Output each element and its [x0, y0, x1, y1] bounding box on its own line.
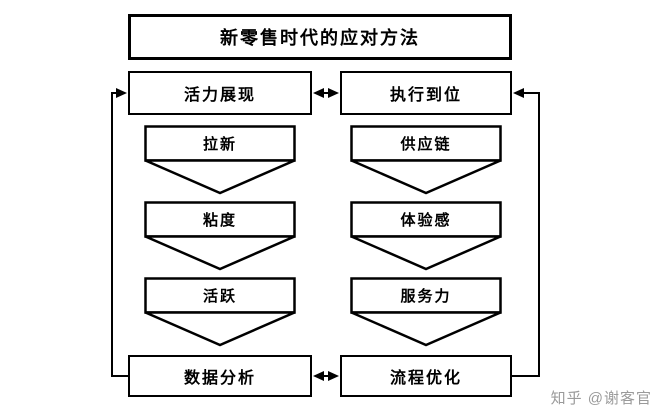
step-label: 体验感 — [400, 211, 452, 229]
down-arrow-icon — [350, 277, 502, 347]
step-experience: 体验感 — [350, 201, 502, 271]
watermark: 知乎 @谢客官 — [550, 390, 652, 407]
down-arrow-icon — [144, 277, 296, 347]
node-data-analysis: 数据分析 — [128, 355, 312, 397]
step-label: 供应链 — [400, 135, 452, 153]
node-execution-in-place: 执行到位 — [340, 71, 512, 115]
step-label: 服务力 — [400, 287, 452, 305]
down-arrow-icon — [350, 125, 502, 195]
step-label: 拉新 — [202, 135, 237, 153]
node-process-optimization: 流程优化 — [340, 355, 512, 397]
step-supply-chain: 供应链 — [350, 125, 502, 195]
step-service-power: 服务力 — [350, 277, 502, 347]
arrowhead-icon — [328, 88, 339, 98]
step-label: 活跃 — [202, 287, 237, 305]
step-stickiness: 粘度 — [144, 201, 296, 271]
arrowhead-icon — [313, 371, 324, 381]
down-arrow-icon — [350, 201, 502, 271]
step-acquire-new: 拉新 — [144, 125, 296, 195]
step-activity: 活跃 — [144, 277, 296, 347]
node-vitality-display: 活力展现 — [128, 71, 312, 115]
arrowhead-icon — [513, 88, 524, 98]
step-label: 粘度 — [202, 211, 237, 229]
down-arrow-icon — [144, 201, 296, 271]
arrowhead-icon — [116, 88, 127, 98]
diagram-title: 新零售时代的应对方法 — [128, 14, 512, 60]
arrowhead-icon — [313, 88, 324, 98]
down-arrow-icon — [144, 125, 296, 195]
arrowhead-icon — [328, 371, 339, 381]
